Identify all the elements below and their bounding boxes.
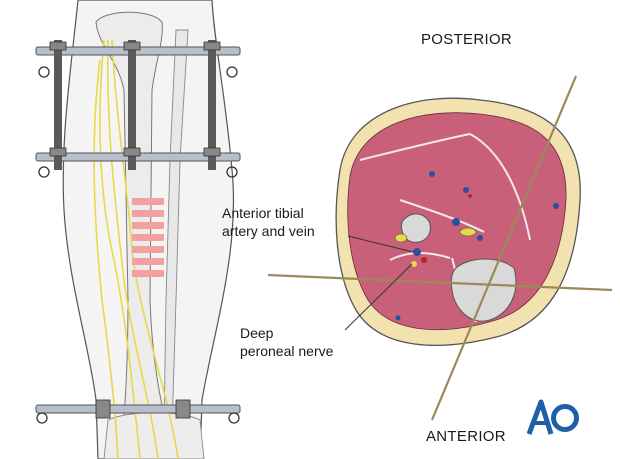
label-posterior: POSTERIOR xyxy=(421,31,513,48)
label-nerve-line1: Deep xyxy=(240,325,274,341)
label-nerve-line2: peroneal nerve xyxy=(240,343,334,359)
vessels xyxy=(394,171,559,321)
cross-section xyxy=(267,75,613,421)
label-anterior: ANTERIOR xyxy=(426,428,506,445)
transfixion-wires xyxy=(267,75,613,421)
fixator-frame xyxy=(35,40,241,424)
label-artery-line2: artery and vein xyxy=(222,223,315,239)
safe-zone-stripes xyxy=(132,198,164,277)
leader-lines xyxy=(344,235,414,331)
label-artery-line1: Anterior tibial xyxy=(222,205,304,221)
ao-logo-icon xyxy=(527,399,579,435)
leg-illustration xyxy=(35,0,241,459)
